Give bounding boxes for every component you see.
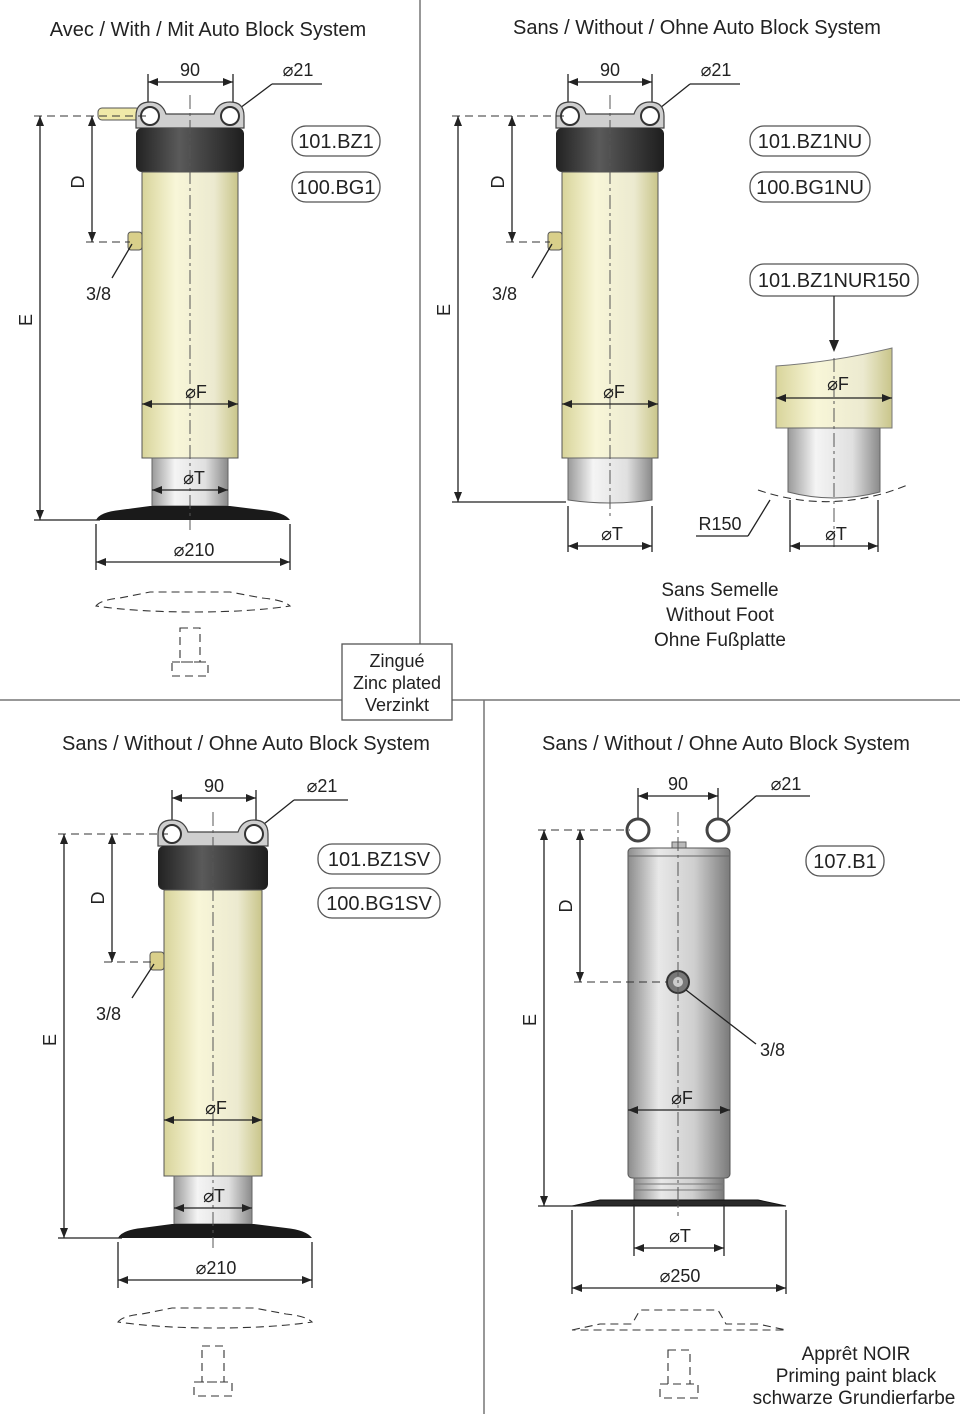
dim-thread: 3/8 <box>86 284 111 304</box>
variant-code: 101.BZ1NUR150 <box>758 270 910 292</box>
dim-foot: ⌀210 <box>196 1258 237 1278</box>
zinc-plated-box: Zingué Zinc plated Verzinkt <box>341 643 453 721</box>
part-code: 101.BZ1SV <box>328 849 431 871</box>
dim-thread: 3/8 <box>760 1040 785 1060</box>
note-line: Sans Semelle <box>661 580 778 601</box>
dim-hole: ⌀21 <box>307 776 338 796</box>
variant-dim-f: ⌀F <box>827 374 849 394</box>
dim-foot: ⌀250 <box>660 1266 701 1286</box>
panel-bottom-left: Sans / Without / Ohne Auto Block System … <box>40 733 441 1397</box>
dim-e: E <box>520 1014 540 1026</box>
dim-e: E <box>434 304 454 316</box>
variant-radius: R150 <box>698 514 741 534</box>
dim-width: 90 <box>180 60 200 80</box>
dim-d: D <box>488 176 508 189</box>
dim-d: D <box>68 176 88 189</box>
dim-t: ⌀T <box>601 524 623 544</box>
part-code: 100.BG1SV <box>326 893 432 915</box>
dim-thread: 3/8 <box>492 284 517 304</box>
variant-dim-t: ⌀T <box>825 524 847 544</box>
note-line: Ohne Fußplatte <box>654 630 786 651</box>
panel-top-left: Avec / With / Mit Auto Block System 90 ⌀… <box>16 19 381 677</box>
dim-t: ⌀T <box>203 1186 225 1206</box>
part-code: 101.BZ1NU <box>758 131 863 153</box>
part-code: 100.BG1NU <box>756 177 864 199</box>
dim-hole: ⌀21 <box>701 60 732 80</box>
dim-e: E <box>16 314 36 326</box>
part-code: 100.BG1 <box>297 177 376 199</box>
note-line: Without Foot <box>666 605 774 626</box>
dim-f: ⌀F <box>603 382 625 402</box>
dim-f: ⌀F <box>185 382 207 402</box>
dim-t: ⌀T <box>669 1226 691 1246</box>
dim-hole: ⌀21 <box>283 60 314 80</box>
dim-width: 90 <box>204 776 224 796</box>
dim-e: E <box>40 1034 60 1046</box>
panel-title: Sans / Without / Ohne Auto Block System <box>542 733 910 755</box>
note-line: Apprêt NOIR <box>802 1344 911 1365</box>
zinc-label-en: Zinc plated <box>353 673 441 693</box>
part-code: 107.B1 <box>813 851 876 873</box>
panel-title: Sans / Without / Ohne Auto Block System <box>62 733 430 755</box>
panel-title: Sans / Without / Ohne Auto Block System <box>513 17 881 39</box>
zinc-label-fr: Zingué <box>369 651 424 671</box>
note-line: schwarze Grundierfarbe <box>753 1388 956 1409</box>
dim-f: ⌀F <box>671 1088 693 1108</box>
dim-thread: 3/8 <box>96 1004 121 1024</box>
dim-foot: ⌀210 <box>174 540 215 560</box>
panel-title: Avec / With / Mit Auto Block System <box>50 19 366 41</box>
dim-d: D <box>88 892 108 905</box>
part-code: 101.BZ1 <box>298 131 374 153</box>
panel-bottom-right: Sans / Without / Ohne Auto Block System … <box>520 733 955 1409</box>
dim-hole: ⌀21 <box>771 774 802 794</box>
note-line: Priming paint black <box>776 1366 937 1387</box>
dim-d: D <box>556 900 576 913</box>
dim-f: ⌀F <box>205 1098 227 1118</box>
dim-t: ⌀T <box>183 468 205 488</box>
panel-top-right: Sans / Without / Ohne Auto Block System … <box>434 17 919 651</box>
dim-width: 90 <box>600 60 620 80</box>
dim-width: 90 <box>668 774 688 794</box>
zinc-label-de: Verzinkt <box>365 695 429 715</box>
